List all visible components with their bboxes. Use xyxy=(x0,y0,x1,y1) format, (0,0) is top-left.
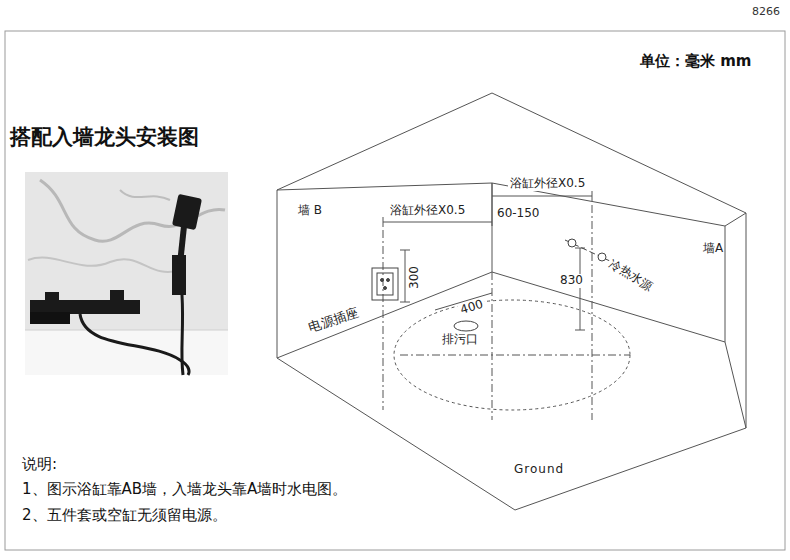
socket-label: 电源插座 xyxy=(305,305,363,337)
wall-label: 墙A xyxy=(703,242,723,256)
socket-symbol xyxy=(372,268,398,300)
note-line: 2、五件套或空缸无须留电源。 xyxy=(22,507,227,524)
water-inlets xyxy=(565,239,612,262)
title: 搭配入墙龙头安装图 xyxy=(10,125,199,149)
dimension-label: 60-150 xyxy=(495,207,542,221)
dimension-label: 830 xyxy=(558,274,585,288)
page-frame xyxy=(5,31,785,550)
drawing-number: 8266 xyxy=(752,6,780,19)
unit-note: 单位：毫米 mm xyxy=(640,53,751,70)
room-outline xyxy=(277,93,746,510)
dimension-label: 400 xyxy=(457,297,487,318)
note-line: 1、图示浴缸靠AB墙，入墙龙头靠A墙时水电图。 xyxy=(22,481,347,498)
dimension-label: 浴缸外径X0.5 xyxy=(388,204,467,218)
dimension-lines xyxy=(383,183,630,420)
dimension-label: 300 xyxy=(408,264,422,291)
dimension-label: 浴缸外径X0.5 xyxy=(508,177,587,191)
drain-symbol xyxy=(454,321,478,331)
note-heading: 说明: xyxy=(22,456,57,473)
wall-label: 墙 B xyxy=(298,204,322,218)
water-source-label: 冷热水源 xyxy=(605,256,656,295)
drain-label: 排污口 xyxy=(440,333,480,347)
faucet-photo xyxy=(25,172,228,375)
ground-label: Ground xyxy=(514,463,564,477)
